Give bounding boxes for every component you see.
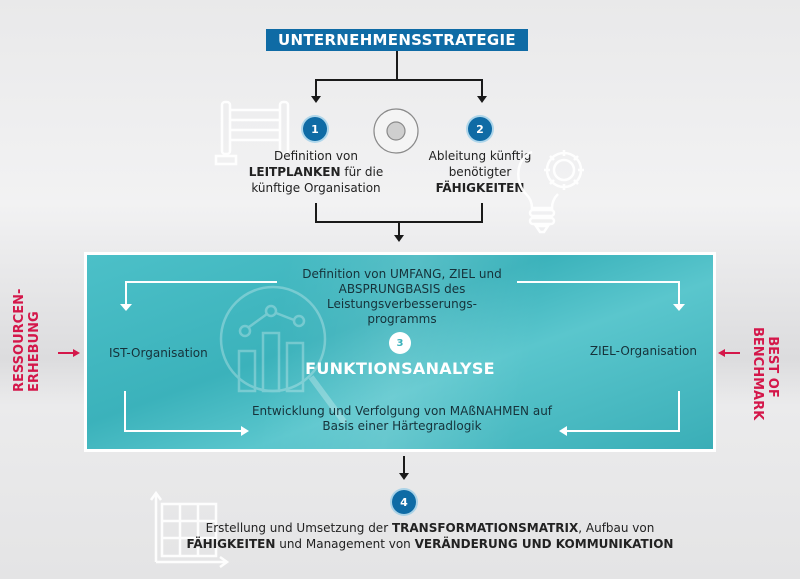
flow-line (517, 281, 679, 283)
benchmark-line2: BENCHMARK (750, 327, 765, 421)
step-2-line2: benötigter (448, 165, 512, 179)
matrix-grid-icon (149, 490, 230, 569)
step-3-number: 3 (396, 337, 404, 349)
step-4-number: 4 (400, 495, 408, 509)
function-analysis-box: Definition von UMFANG, ZIEL und ABSPRUNG… (84, 252, 716, 452)
arrow-down-icon (394, 235, 404, 242)
ziel-organisation-label: ZIEL-Organisation (589, 344, 697, 358)
scope-line1: Definition von UMFANG, ZIEL und (302, 267, 502, 281)
connector (396, 51, 398, 80)
flow-line (125, 281, 277, 283)
strategy-title-text: UNTERNEHMENSSTRATEGIE (278, 31, 516, 49)
step-1-badge: 1 (303, 117, 327, 141)
resource-survey-label: RESSOURCEN- ERHEBUNG (12, 288, 42, 392)
step-4-line1-pre: Erstellung und Umsetzung der (205, 521, 392, 535)
step-2-badge: 2 (468, 117, 492, 141)
input-line (58, 352, 74, 354)
step-1-line1: Definition von (274, 149, 358, 163)
step-2-line1: Ableitung künftig (428, 149, 532, 163)
scope-definition-text: Definition von UMFANG, ZIEL und ABSPRUNG… (262, 267, 542, 327)
flow-line (125, 281, 127, 305)
step-2-number: 2 (476, 122, 484, 136)
arrow-left-icon (718, 349, 725, 357)
connector (315, 203, 317, 222)
arrow-down-icon (120, 304, 132, 311)
step-4-line1-post: , Aufbau von (578, 521, 655, 535)
arrow-down-icon (673, 304, 685, 311)
step-2-text: Ableitung künftig benötigter FÄHIGKEITEN (410, 148, 550, 196)
arrow-down-icon (311, 96, 321, 103)
step-4-line2-bold1: FÄHIGKEITEN (186, 537, 276, 551)
step-1-text: Definition von LEITPLANKEN für die künft… (236, 148, 396, 196)
ist-organisation-label: IST-Organisation (109, 346, 208, 360)
guardrail-icon (214, 100, 290, 166)
step-4-line2-bold2: VERÄNDERUNG UND KOMMUNIKATION (414, 537, 674, 551)
step-4-badge: 4 (392, 490, 416, 514)
measures-line1: Entwicklung und Verfolgung von MAßNAHMEN… (251, 404, 553, 418)
step-1-bold: LEITPLANKEN (248, 165, 341, 179)
connector (398, 221, 400, 236)
scope-line3: programms (367, 312, 437, 326)
strategy-title: UNTERNEHMENSSTRATEGIE (266, 29, 528, 51)
flow-line (567, 430, 680, 432)
flow-line (678, 281, 680, 305)
lightbulb-gear-icon (517, 150, 584, 234)
arrow-left-icon (559, 426, 567, 436)
function-analysis-title: FUNKTIONSANALYSE (305, 359, 495, 378)
scope-line2: ABSPRUNGBASIS des Leistungsverbesserungs… (327, 282, 477, 311)
step-4-line2-mid: und Management von (275, 537, 415, 551)
step-4-line1-bold: TRANSFORMATIONSMATRIX (391, 521, 579, 535)
measures-text: Entwicklung und Verfolgung von MAßNAHMEN… (237, 404, 567, 434)
step-3-badge: 3 (389, 332, 411, 354)
arrow-right-icon (73, 349, 80, 357)
step-4-text: Erstellung und Umsetzung der TRANSFORMAT… (150, 520, 710, 552)
connector (481, 203, 483, 222)
resource-survey-line2: ERHEBUNG (27, 311, 42, 392)
resource-survey-line1: RESSOURCEN- (12, 288, 27, 392)
step-1-number: 1 (311, 122, 319, 136)
arrow-down-icon (399, 473, 409, 480)
connector (481, 79, 483, 97)
target-circle-icon (373, 108, 419, 154)
input-line (724, 352, 740, 354)
flow-line (124, 391, 126, 431)
flow-line (678, 391, 680, 431)
benchmark-label: BEST OF BENCHMARK (750, 327, 780, 421)
connector (403, 456, 405, 474)
measures-line2: Basis einer Härtegradlogik (322, 419, 482, 433)
connector (315, 79, 483, 81)
step-2-bold: FÄHIGKEITEN (435, 181, 525, 195)
arrow-right-icon (241, 426, 249, 436)
benchmark-line1: BEST OF (765, 336, 780, 398)
connector (315, 79, 317, 97)
magnifier-chart-icon (219, 285, 348, 425)
step-1-line3: künftige Organisation (251, 181, 381, 195)
flow-line (124, 430, 242, 432)
step-1-line2: für die (340, 165, 384, 179)
arrow-down-icon (477, 96, 487, 103)
